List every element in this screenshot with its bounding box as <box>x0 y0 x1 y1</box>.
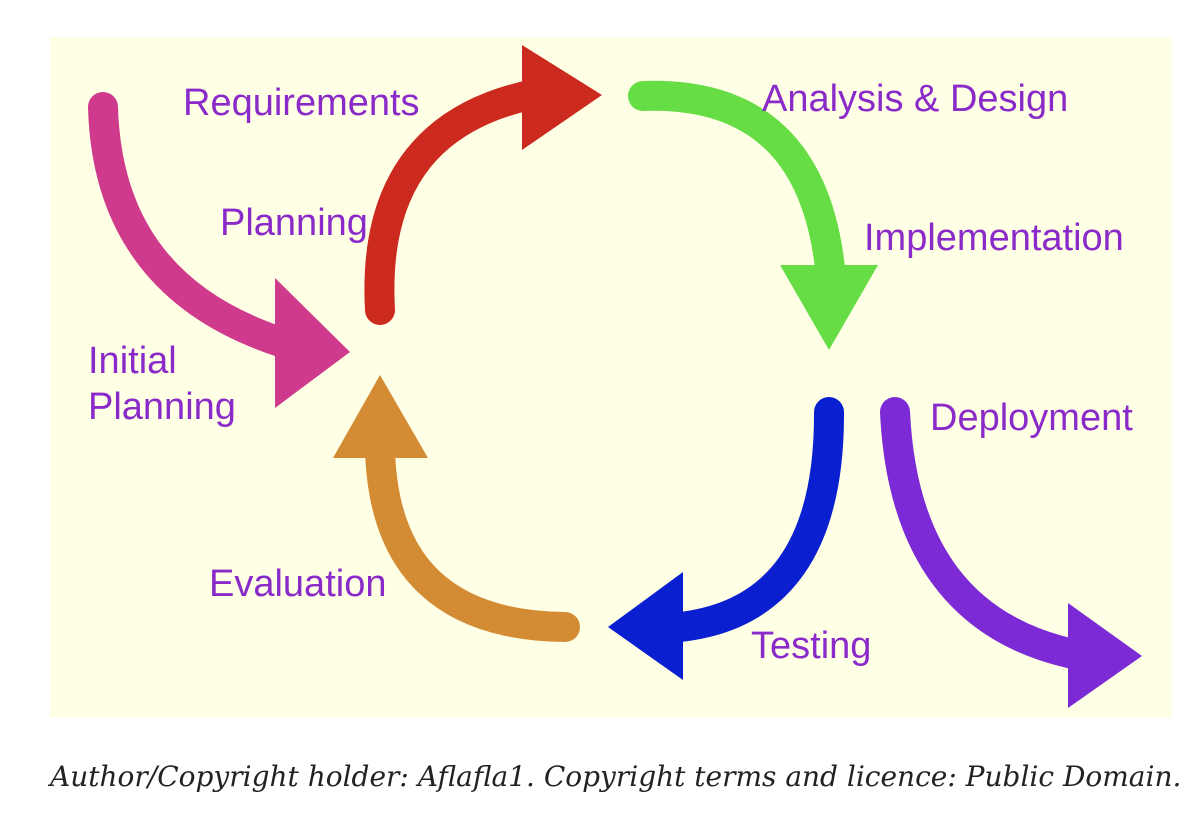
label-testing: Testing <box>751 625 871 667</box>
label-requirements: Requirements <box>183 82 420 124</box>
image-credit-caption: Author/Copyright holder: Aflafla1. Copyr… <box>50 760 1182 793</box>
label-implementation: Implementation <box>864 217 1124 259</box>
arrow-evaluation <box>333 375 580 642</box>
label-planning: Planning <box>220 202 368 244</box>
arrow-planning <box>364 45 602 325</box>
label-initial-planning: Initial Planning <box>88 340 236 428</box>
arrow-deployment <box>880 397 1142 708</box>
label-analysis-design: Analysis & Design <box>762 78 1068 120</box>
label-deployment: Deployment <box>930 397 1133 439</box>
label-initial-planning-line1: Initial <box>88 340 177 382</box>
label-evaluation: Evaluation <box>209 563 386 605</box>
label-initial-planning-line2: Planning <box>88 386 236 428</box>
arrow-testing <box>608 397 845 680</box>
arrow-initial-planning <box>88 92 350 408</box>
arrow-analysis-design <box>628 80 878 350</box>
